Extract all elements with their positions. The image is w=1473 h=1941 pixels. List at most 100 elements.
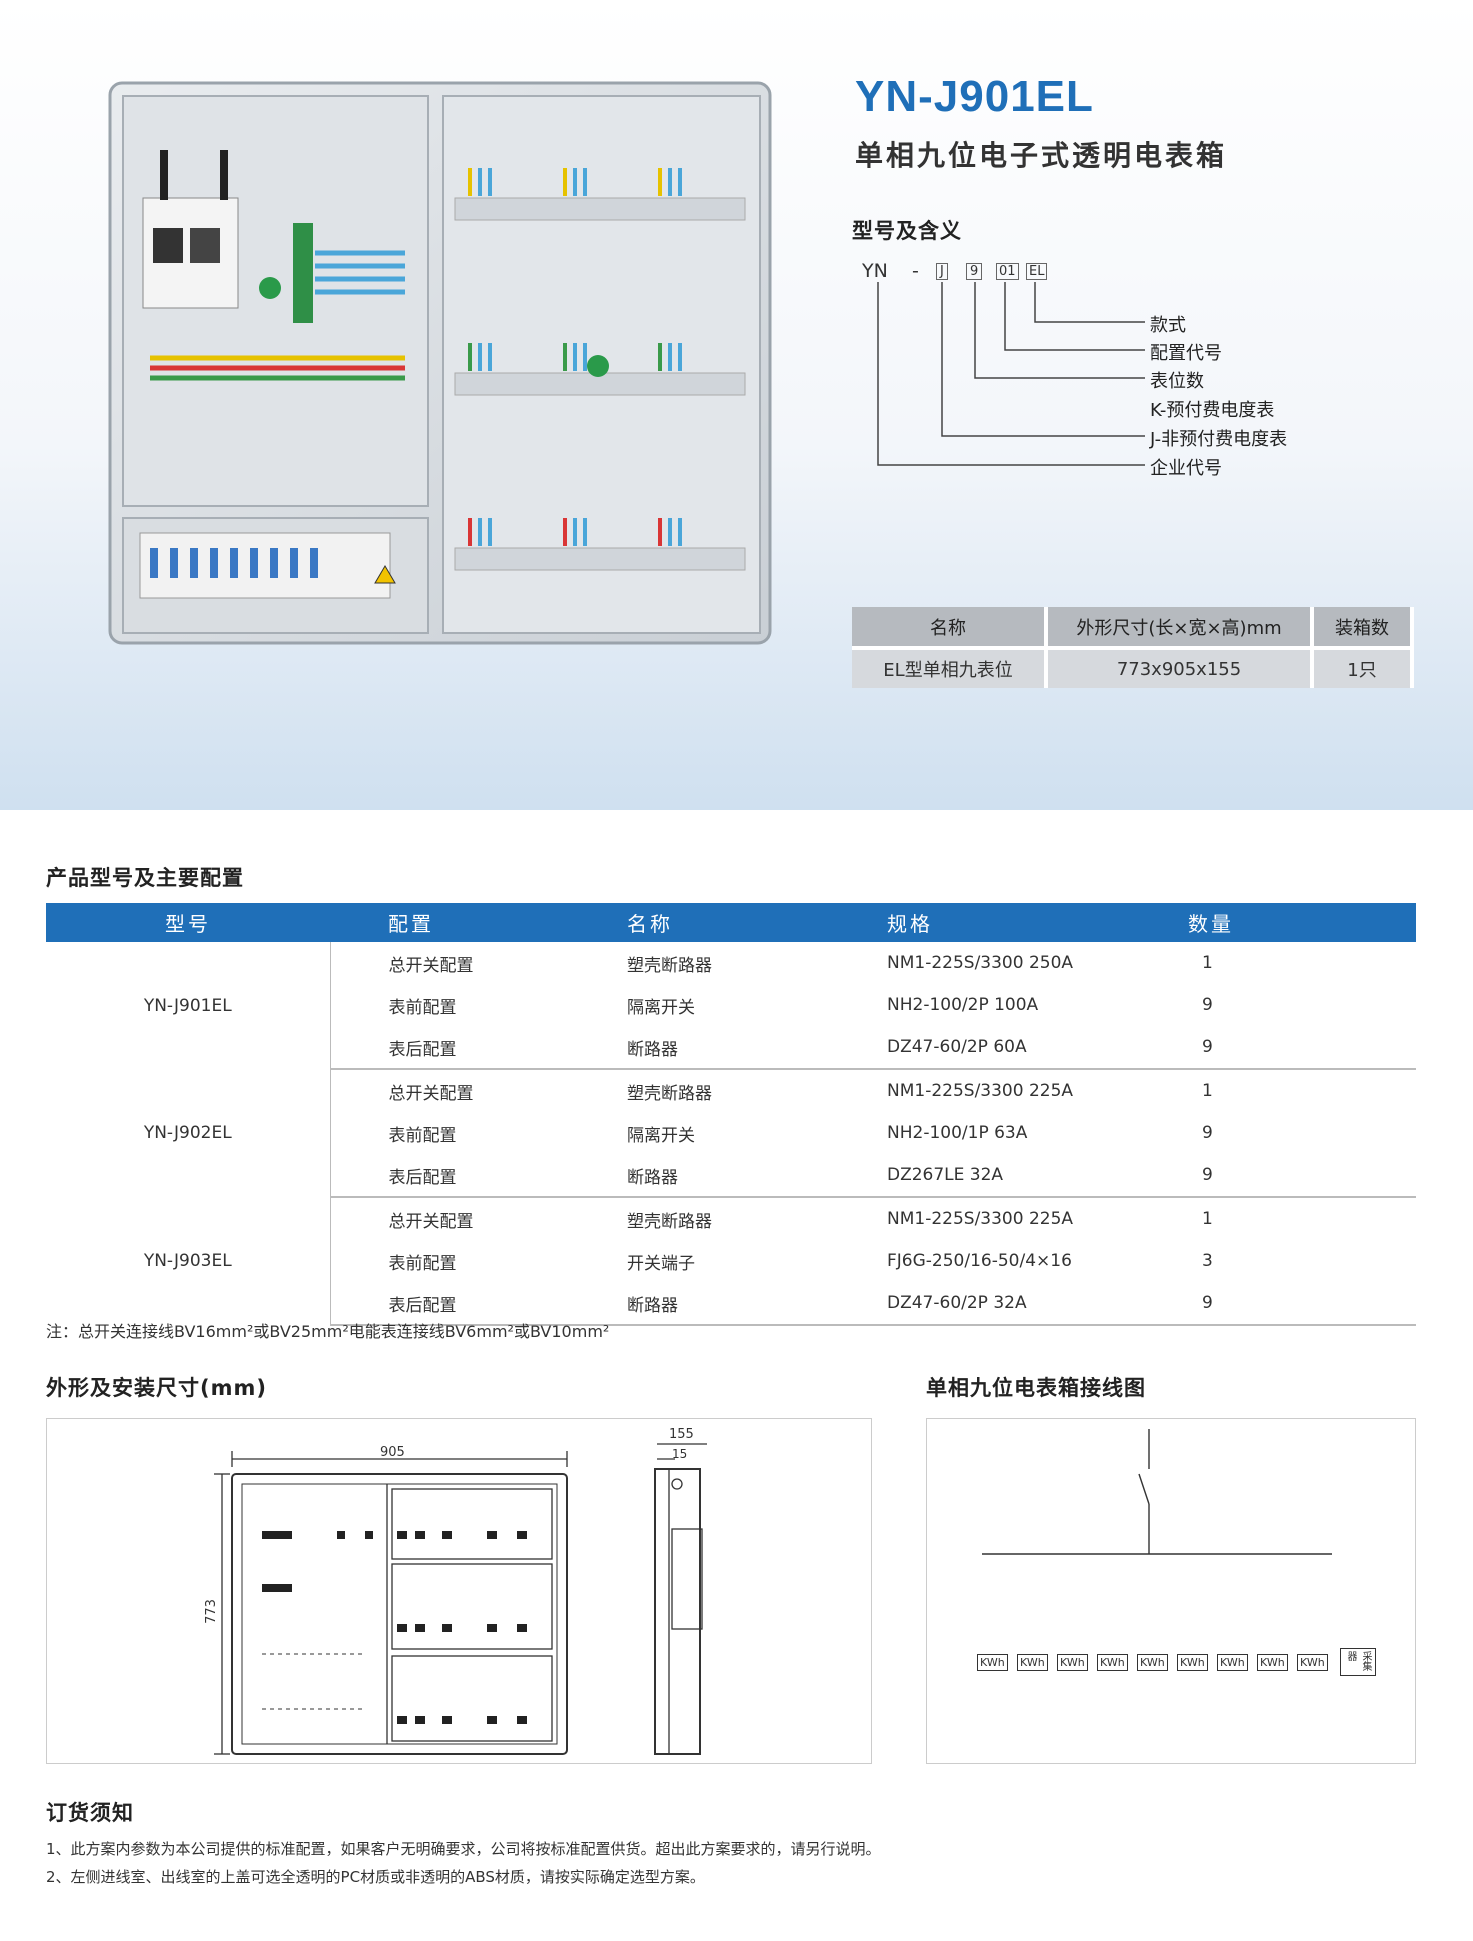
dimensions-drawing [214,1443,707,1755]
legend-j: J-非预付费电度表 [1150,429,1288,450]
cfg-model: YN-J901EL [46,942,331,1069]
legend-config: 配置代号 [1150,343,1222,364]
code-9: 9 [966,263,983,280]
table-row: 表前配置 隔离开关 NH2-100/1P 63A 9 [46,1112,1416,1154]
cfg-config: 表前配置 [388,1125,457,1146]
meter-label: KWh [1177,1654,1208,1671]
cfg-config: 总开关配置 [388,955,474,976]
table-row: YN-J902EL 总开关配置 塑壳断路器 NM1-225S/3300 225A… [46,1069,1416,1197]
meter-label: KWh [1297,1654,1328,1671]
table-row: YN-J901EL 总开关配置 塑壳断路器 NM1-225S/3300 250A… [46,942,1416,1069]
wiring-heading: 单相九位电表箱接线图 [926,1376,1146,1400]
cfg-header-config: 配置 [330,903,626,942]
spec-header-size: 外形尺寸(长×宽×高)mm [1046,607,1314,650]
meter-label: KWh [1217,1654,1248,1671]
spec-header-name: 名称 [852,607,1048,650]
collector-label: 采集器 [1340,1648,1376,1676]
code-company: YN [862,260,888,282]
code-01: 01 [996,263,1019,280]
cfg-config: 表后配置 [330,1154,626,1198]
product-title: YN-J901EL [855,72,1094,121]
cfg-config: 表后配置 [330,1282,626,1326]
dim-height: 773 [203,1599,219,1624]
cfg-name: 隔离开关 [627,1125,695,1146]
meter-label: KWh [1137,1654,1168,1671]
ordering-heading: 订货须知 [46,1801,134,1825]
cfg-spec: NH2-100/1P 63A [887,1123,1028,1143]
model-code-lines [877,282,1145,466]
cfg-name: 隔离开关 [627,997,695,1018]
meter-label: KWh [1057,1654,1088,1671]
cfg-name: 断路器 [626,1282,886,1326]
dim-width: 905 [380,1445,405,1460]
dim-inner: 15 [672,1447,688,1461]
dimensions-heading: 外形及安装尺寸(mm) [46,1376,267,1400]
cfg-spec: NM1-225S/3300 225A [887,1209,1074,1229]
code-j: J [936,263,948,280]
config-heading: 产品型号及主要配置 [46,866,244,890]
legend-k: K-预付费电度表 [1150,400,1275,421]
model-meaning-heading: 型号及含义 [852,219,962,243]
cfg-config: 表前配置 [388,1253,457,1274]
cfg-name: 塑壳断路器 [627,955,712,976]
meter-label: KWh [1097,1654,1128,1671]
table-row: 表前配置 开关端子 FJ6G-250/16-50/4×16 3 [46,1240,1416,1282]
table-row: 表后配置 断路器 DZ47-60/2P 60A 9 [46,1026,1416,1070]
meter-row: KWh KWh KWh KWh KWh KWh KWh KWh KWh 采集器 [972,1648,1376,1676]
cfg-spec: NM1-225S/3300 250A [887,953,1074,973]
cfg-spec: NH2-100/2P 100A [887,995,1039,1015]
cfg-spec: DZ47-60/2P 32A [886,1282,1188,1326]
ordering-item: 1、此方案内参数为本公司提供的标准配置，如果客户无明确要求，公司将按标准配置供货… [46,1840,881,1858]
meter-label: KWh [1257,1654,1288,1671]
table-row: 表后配置 断路器 DZ267LE 32A 9 [46,1154,1416,1198]
cfg-name: 塑壳断路器 [627,1211,712,1232]
legend-style: 款式 [1150,315,1186,336]
cfg-name: 断路器 [626,1154,886,1198]
cfg-model: YN-J902EL [46,1069,331,1197]
meter-label: KWh [977,1654,1008,1671]
cfg-header-model: 型号 [46,903,330,942]
ordering-item: 2、左侧进线室、出线室的上盖可选全透明的PC材质或非透明的ABS材质，请按实际确… [46,1868,705,1886]
table-row: 表后配置 断路器 DZ47-60/2P 32A 9 [46,1282,1416,1326]
code-el: EL [1026,263,1048,280]
spec-table: 名称 外形尺寸(长×宽×高)mm 装箱数 EL型单相九表位 773x905x15… [852,607,1414,688]
dim-depth: 155 [669,1427,694,1442]
table-row: 表前配置 隔离开关 NH2-100/2P 100A 9 [46,984,1416,1026]
cfg-qty: 9 [1188,1026,1416,1070]
cfg-qty: 1 [1202,953,1213,973]
meter-label: KWh [1017,1654,1048,1671]
cfg-qty: 9 [1202,995,1213,1015]
cfg-spec: DZ47-60/2P 60A [886,1026,1188,1070]
cfg-qty: 1 [1202,1081,1213,1101]
spec-cell-name: EL型单相九表位 [852,648,1048,688]
cfg-header-name: 名称 [626,903,886,942]
code-dash: - [912,260,919,282]
dimensions-drawing-box: 905 773 155 15 [46,1418,872,1764]
wiring-diagram [982,1429,1332,1555]
cfg-header-spec: 规格 [886,903,1188,942]
product-photo [108,81,772,645]
product-subtitle: 单相九位电子式透明电表箱 [855,139,1228,172]
legend-company: 企业代号 [1150,458,1222,479]
cfg-name: 断路器 [626,1026,886,1070]
cfg-config: 表后配置 [330,1026,626,1070]
cfg-qty: 3 [1202,1251,1213,1271]
spec-cell-qty: 1只 [1312,648,1414,688]
cfg-header-qty: 数量 [1188,903,1416,942]
cfg-model: YN-J903EL [46,1197,331,1325]
spec-header-qty: 装箱数 [1312,607,1414,650]
legend-positions: 表位数 [1150,371,1204,392]
table-row: YN-J903EL 总开关配置 塑壳断路器 NM1-225S/3300 225A… [46,1197,1416,1325]
cfg-name: 塑壳断路器 [627,1083,712,1104]
cfg-config: 总开关配置 [388,1211,474,1232]
cfg-spec: FJ6G-250/16-50/4×16 [887,1251,1072,1271]
cfg-config: 表前配置 [388,997,457,1018]
cfg-qty: 9 [1202,1123,1213,1143]
cfg-config: 总开关配置 [388,1083,474,1104]
cfg-name: 开关端子 [627,1253,695,1274]
cfg-spec: NM1-225S/3300 225A [887,1081,1074,1101]
cfg-qty: 9 [1188,1154,1416,1198]
spec-cell-size: 773x905x155 [1046,648,1314,688]
cfg-spec: DZ267LE 32A [886,1154,1188,1198]
config-table: 型号 配置 名称 规格 数量 YN-J901EL 总开关配置 塑壳断路器 NM1… [46,903,1416,1326]
